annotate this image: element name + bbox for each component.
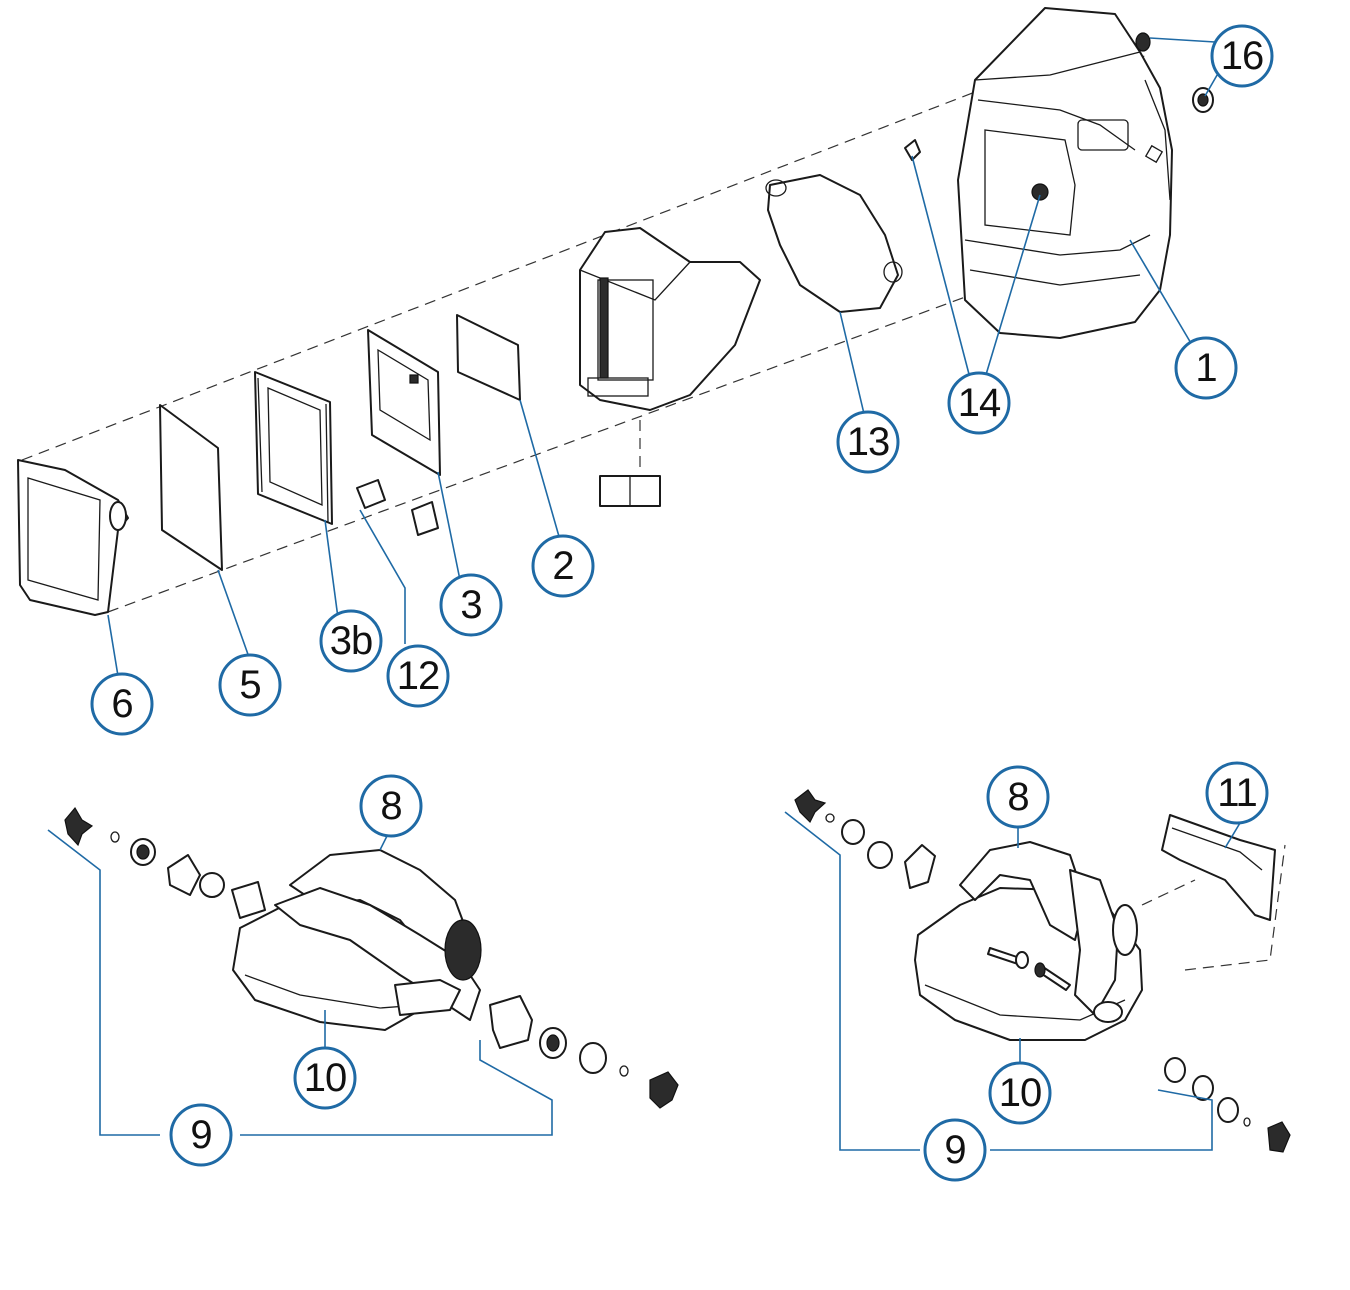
leader-lines (47, 37, 1241, 1151)
callout-9-right-label: 9 (944, 1128, 965, 1172)
inner-lens (456, 314, 521, 401)
callout-11-label: 11 (1217, 771, 1257, 815)
callout-1-label: 1 (1195, 346, 1216, 390)
small-filter (599, 475, 661, 507)
headgear-left (64, 806, 679, 1109)
inner-gasket (765, 174, 903, 313)
callout-9-right: 9 (923, 1118, 987, 1182)
auto-darkening-filter (367, 329, 441, 476)
callout-8-left: 8 (359, 774, 423, 838)
callout-9-left-label: 9 (190, 1113, 211, 1157)
callout-12: 12 (386, 644, 450, 708)
callout-5-label: 5 (239, 663, 260, 707)
callout-2: 2 (531, 534, 595, 598)
front-cover (17, 459, 129, 616)
filter-clips (356, 479, 439, 536)
callout-16-label: 16 (1221, 34, 1264, 78)
callout-6: 6 (90, 672, 154, 736)
callout-8-right: 8 (986, 765, 1050, 829)
helmet-screws (1135, 32, 1214, 113)
callout-6-label: 6 (111, 682, 132, 726)
callout-3b: 3b (319, 609, 383, 673)
cassette-frame (579, 227, 761, 411)
callout-5: 5 (218, 653, 282, 717)
filter-holder (254, 371, 333, 525)
callout-14: 14 (947, 371, 1011, 435)
callout-10-right: 10 (988, 1061, 1052, 1125)
callout-8-left-label: 8 (380, 784, 401, 828)
callout-1: 1 (1174, 336, 1238, 400)
callout-14-label: 14 (958, 381, 1001, 425)
callout-10-right-label: 10 (999, 1071, 1042, 1115)
callout-13-label: 13 (847, 420, 890, 464)
callout-3: 3 (439, 573, 503, 637)
outer-lens (159, 404, 223, 571)
callout-16: 16 (1210, 24, 1274, 88)
callout-8-right-label: 8 (1007, 775, 1028, 819)
callout-3b-label: 3b (330, 619, 373, 663)
callout-10-left: 10 (293, 1046, 357, 1110)
callout-2-label: 2 (552, 544, 573, 588)
clip-part (904, 139, 921, 161)
callout-9-left: 9 (169, 1103, 233, 1167)
helmet-shell (957, 7, 1173, 339)
callout-10-left-label: 10 (304, 1056, 347, 1100)
callout-3-label: 3 (460, 583, 481, 627)
callout-11: 11 (1205, 761, 1269, 825)
callout-13: 13 (836, 410, 900, 474)
headgear-right (794, 789, 1291, 1153)
callout-12-label: 12 (397, 654, 440, 698)
